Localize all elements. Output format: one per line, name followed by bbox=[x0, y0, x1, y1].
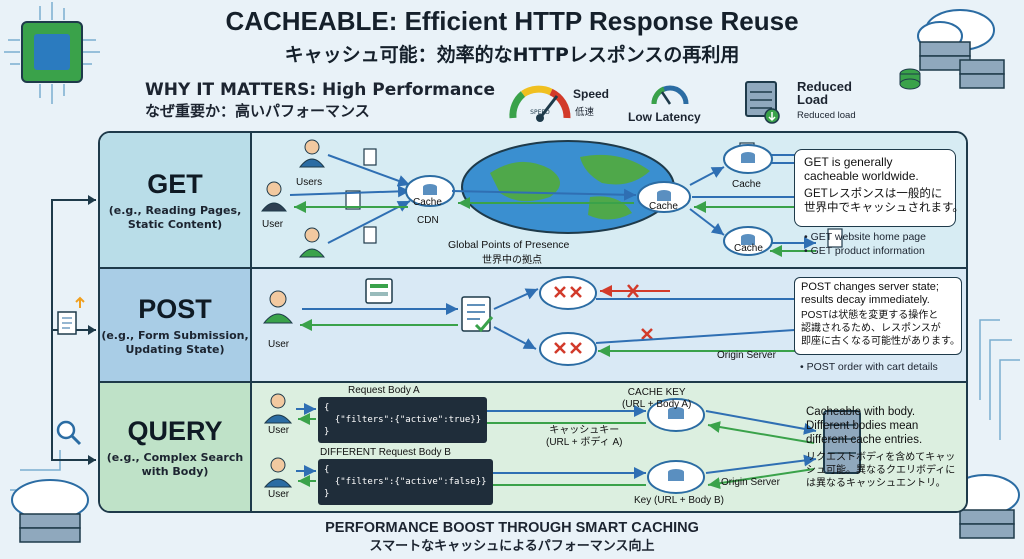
load-label: Reduced Load bbox=[797, 79, 852, 107]
user-icon-middle bbox=[260, 181, 288, 212]
globe-cache-icon bbox=[637, 181, 691, 213]
speed-label-jp: 低速 bbox=[575, 107, 595, 118]
cache-miss-icon-top bbox=[539, 276, 597, 310]
post-note: POST changes server state; results decay… bbox=[801, 281, 939, 306]
document-icon-left bbox=[57, 296, 85, 335]
cache-key-label-jp: キャッシュキー (URL + ボディ A) bbox=[546, 425, 623, 448]
global-pop-label: Global Points of Presence bbox=[448, 239, 570, 251]
get-bullet-1: • GET website home page bbox=[804, 231, 926, 243]
post-method: POST bbox=[138, 293, 212, 324]
page-title: CACHEABLE: Efficient HTTP Response Reuse bbox=[225, 6, 799, 36]
post-user-label: User bbox=[268, 339, 290, 350]
footer-title-jp: スマートなキャッシュによるパフォーマンス向上 bbox=[369, 538, 655, 553]
query-note-jp: リクエストボディを含めてキャッ シュ可能。異なるクエリボディに は異なるキャッシ… bbox=[806, 452, 956, 489]
query-cache-icon-a bbox=[647, 398, 705, 432]
checklist-icon bbox=[461, 296, 494, 333]
post-row: POST (e.g., Form Submission, Updating St… bbox=[100, 269, 966, 383]
globe-icon bbox=[461, 140, 675, 234]
key-b-label: Key (URL + Body B) bbox=[634, 495, 724, 506]
speed-gauge-icon: SPEED bbox=[509, 85, 571, 122]
speed-label: Speed bbox=[573, 87, 610, 101]
footer-title: PERFORMANCE BOOST THROUGH SMART CACHING bbox=[325, 520, 699, 536]
cloud-storage-icon-left bbox=[11, 479, 89, 543]
document-icon bbox=[345, 190, 361, 210]
cache-icon-top bbox=[723, 144, 773, 174]
body-a-label: Request Body A bbox=[348, 385, 420, 396]
get-label-cell: GET (e.g., Reading Pages, Static Content… bbox=[100, 133, 252, 267]
post-origin-label: Origin Server bbox=[717, 350, 776, 361]
cache-bottom-label: Cache bbox=[734, 243, 763, 254]
load-sub: Reduced load bbox=[797, 110, 856, 121]
post-example: (e.g., Form Submission, Updating State) bbox=[101, 328, 249, 356]
user-icon-bottom bbox=[298, 227, 326, 258]
get-row: GET (e.g., Reading Pages, Static Content… bbox=[100, 133, 966, 269]
body-b-label: DIFFERENT Request Body B bbox=[320, 447, 451, 458]
document-icon bbox=[363, 226, 377, 244]
cdn-label: CDN bbox=[417, 215, 439, 226]
post-bullet: • POST order with cart details bbox=[800, 361, 938, 373]
query-diagram bbox=[263, 393, 861, 494]
cache-miss-icon-bottom bbox=[539, 332, 597, 366]
cloud-storage-icon-right bbox=[950, 474, 1020, 539]
user-icon-top bbox=[298, 139, 326, 168]
query-row: QUERY (e.g., Complex Search with Body) bbox=[100, 383, 966, 511]
cache-top-label: Cache bbox=[732, 179, 761, 190]
cache-key-label: CACHE KEY (URL + Body A) bbox=[622, 387, 692, 410]
query-label-cell: QUERY (e.g., Complex Search with Body) bbox=[100, 383, 252, 511]
query-user-a-label: User bbox=[268, 425, 290, 436]
why-title: WHY IT MATTERS: High Performance bbox=[145, 80, 496, 100]
x-icon bbox=[627, 284, 639, 298]
get-example: (e.g., Reading Pages, Static Content) bbox=[108, 203, 242, 231]
users-label: Users bbox=[296, 177, 323, 188]
server-load-icon bbox=[745, 81, 780, 124]
form-icon bbox=[365, 278, 393, 304]
query-origin-server-icon bbox=[823, 410, 861, 474]
query-method: QUERY bbox=[127, 415, 223, 446]
query-user-b-label: User bbox=[268, 489, 290, 500]
gauge-text: SPEED bbox=[530, 109, 550, 116]
document-icon bbox=[363, 148, 377, 166]
page-subtitle: キャッシュ可能：効率的なHTTPレスポンスの再利用 bbox=[284, 44, 740, 66]
x-icon bbox=[641, 328, 653, 340]
get-note-jp: GETレスポンスは一般的に 世界中でキャッシュされます。 bbox=[804, 188, 964, 214]
request-body-a: { {"filters":{"active":true}} } bbox=[318, 397, 488, 443]
why-title-jp: なぜ重要か：高いパフォーマンス bbox=[145, 102, 370, 120]
query-cache-icon-b bbox=[647, 460, 705, 494]
query-example: (e.g., Complex Search with Body) bbox=[106, 450, 244, 478]
get-note-box bbox=[794, 149, 956, 227]
user-icon-a bbox=[263, 393, 293, 424]
post-note-box bbox=[794, 277, 962, 355]
post-note-jp: POSTは状態を変更する操作と 認識されるため、レスポンスが 即座に古くなる可能… bbox=[801, 310, 960, 347]
search-icon-left bbox=[56, 420, 82, 446]
methods-panel: GET (e.g., Reading Pages, Static Content… bbox=[98, 131, 968, 513]
get-bullet-2: • GET product information bbox=[804, 245, 925, 257]
query-note: Cacheable with body. Different bodies me… bbox=[806, 406, 923, 446]
user-icon-b bbox=[263, 457, 293, 488]
document-icon bbox=[827, 228, 843, 248]
get-method: GET bbox=[147, 168, 203, 199]
cdn-cache-icon bbox=[405, 175, 455, 207]
cache-icon-bottom bbox=[723, 226, 773, 256]
get-note: GET is generally cacheable worldwide. bbox=[804, 155, 919, 183]
cloud-server-icon bbox=[899, 9, 1005, 90]
global-pop-label-jp: 世界中の拠点 bbox=[482, 255, 542, 266]
query-origin-label: Origin Server bbox=[721, 477, 780, 488]
latency-label: Low Latency bbox=[628, 110, 701, 124]
post-diagram bbox=[262, 276, 859, 366]
globe-cache-label: Cache bbox=[649, 201, 678, 212]
user-icon bbox=[262, 290, 294, 324]
post-label-cell: POST (e.g., Form Submission, Updating St… bbox=[100, 269, 252, 381]
latency-gauge-icon bbox=[651, 85, 689, 105]
request-body-b: { {"filters":{"active":false}} } bbox=[318, 459, 493, 505]
why-it-matters: WHY IT MATTERS: High Performance なぜ重要か：高… bbox=[145, 80, 495, 122]
user-label: User bbox=[262, 219, 284, 230]
cdn-cache-label: Cache bbox=[413, 197, 442, 208]
footer: PERFORMANCE BOOST THROUGH SMART CACHING … bbox=[0, 519, 1024, 555]
cpu-icon bbox=[21, 21, 83, 83]
